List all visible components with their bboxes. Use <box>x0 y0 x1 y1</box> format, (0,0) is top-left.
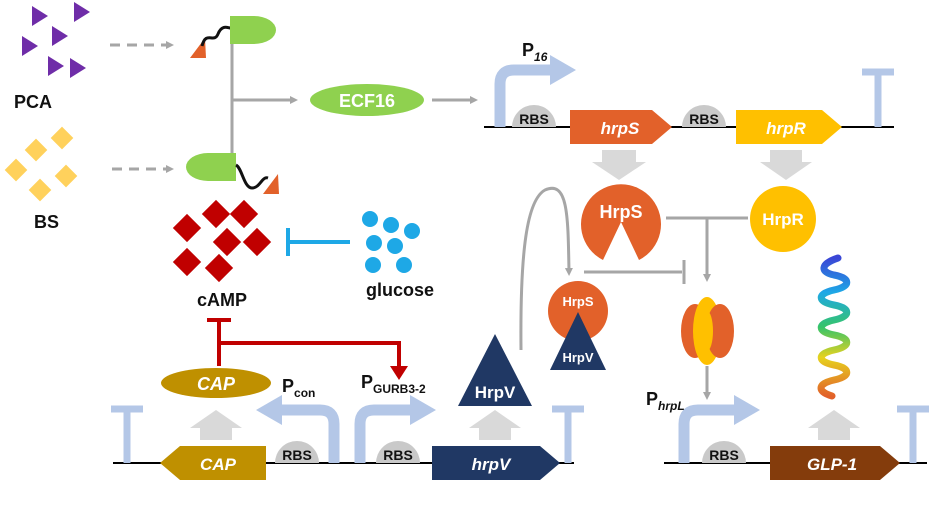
hrpR-translation-arrow <box>760 150 812 180</box>
p16-label: P16 <box>522 40 548 64</box>
complex-hrps <box>548 281 608 341</box>
hrpS-gene <box>570 110 672 144</box>
hrpR-gene-label: hrpR <box>766 119 806 138</box>
glp1-gene <box>770 446 900 480</box>
camp-label: cAMP <box>197 290 247 310</box>
pcon-promoter-arrow <box>280 404 340 463</box>
HrpR-protein-label: HrpR <box>762 210 804 229</box>
rbs-bottom-3-label: RBS <box>709 447 739 463</box>
orange-tag <box>263 174 279 194</box>
HrpS-protein <box>581 184 661 260</box>
pca-triangle <box>70 58 86 78</box>
pca-triangle <box>48 56 64 76</box>
hrpS-gene-label: hrpS <box>601 119 640 138</box>
pca-label: PCA <box>14 92 52 112</box>
activation-arrowhead <box>390 366 408 380</box>
HrpRS-complex <box>681 297 734 365</box>
pgurb-promoter-arrow <box>354 404 412 463</box>
phrpl-label: PhrpL <box>646 389 685 413</box>
hrpV-gene <box>432 446 560 480</box>
camp-cap-activation-arrow <box>219 341 401 368</box>
rbs-top-2 <box>682 105 726 127</box>
rbs-bottom-2-label: RBS <box>383 447 413 463</box>
ecf16-label: ECF16 <box>339 91 395 111</box>
hrpV-translation-arrow <box>469 410 521 440</box>
camp-molecules <box>172 199 272 283</box>
HrpR-protein <box>750 186 816 252</box>
CAP-protein <box>161 368 271 398</box>
linker <box>200 25 231 47</box>
phrpl-arrowhead <box>734 395 760 425</box>
hrpR-gene <box>736 110 842 144</box>
HrpS-protein-label: HrpS <box>599 202 642 222</box>
complex-hrpv-label: HrpV <box>562 350 593 365</box>
cap-translation-arrow <box>190 410 242 440</box>
CAP-protein-label: CAP <box>197 374 236 394</box>
rbs-bottom-2 <box>376 441 420 463</box>
rbs-top-1 <box>512 105 556 127</box>
pca-triangle <box>52 26 68 46</box>
rbs-bottom-1-label: RBS <box>282 447 312 463</box>
linker <box>235 163 269 190</box>
pgurb-label: PGURB3-2 <box>361 372 426 396</box>
p16-promoter-arrow <box>494 64 552 127</box>
rbs-top-2-label: RBS <box>689 111 719 127</box>
terminator-middle <box>552 405 584 463</box>
complex-hrps-label: HrpS <box>562 294 593 309</box>
bs-receptor <box>186 153 279 194</box>
bs-diamond <box>4 158 28 182</box>
pcon-label: Pcon <box>282 376 315 400</box>
rbs-bottom-3 <box>702 441 746 463</box>
pca-molecules <box>22 2 90 78</box>
cap-gene <box>160 446 266 480</box>
hrpS-translation-arrow <box>592 150 646 180</box>
ecf16-sigma-factor <box>310 84 424 116</box>
bs-diamond <box>28 178 52 202</box>
glp1-gene-label: GLP-1 <box>807 455 857 474</box>
hrpV-binding-loop-arrow <box>519 186 573 351</box>
HrpS-HrpV-complex: HrpS HrpV <box>548 281 608 370</box>
pgurb-arrowhead <box>410 395 436 425</box>
glucose-molecules <box>362 211 420 273</box>
p16-arrowhead <box>550 55 576 85</box>
glp1-helix <box>817 254 851 400</box>
pca-triangle <box>74 2 90 22</box>
bs-label: BS <box>34 212 59 232</box>
bs-molecules <box>4 126 78 202</box>
green-receptor <box>230 16 276 44</box>
pca-triangle <box>22 36 38 56</box>
phrpl-promoter-arrow <box>678 404 736 463</box>
pca-triangle <box>32 6 48 26</box>
rbs-bottom-1 <box>275 441 319 463</box>
bs-diamond <box>24 138 48 162</box>
terminator-right <box>897 405 929 463</box>
pcon-arrowhead <box>256 395 282 425</box>
cap-gene-label: CAP <box>200 455 237 474</box>
glp1-translation-arrow <box>808 410 860 440</box>
rbs-top-1-label: RBS <box>519 111 549 127</box>
hrpV-gene-label: hrpV <box>472 455 512 474</box>
bs-diamond <box>54 164 78 188</box>
complex-hrpv <box>550 312 606 370</box>
terminator-top <box>862 68 894 127</box>
green-receptor <box>186 153 236 181</box>
HrpV-protein <box>458 334 532 406</box>
bs-diamond <box>50 126 74 150</box>
pca-receptor <box>190 16 276 58</box>
glucose-label: glucose <box>366 280 434 300</box>
HrpV-protein-label: HrpV <box>475 383 516 402</box>
terminator-left <box>111 405 143 463</box>
